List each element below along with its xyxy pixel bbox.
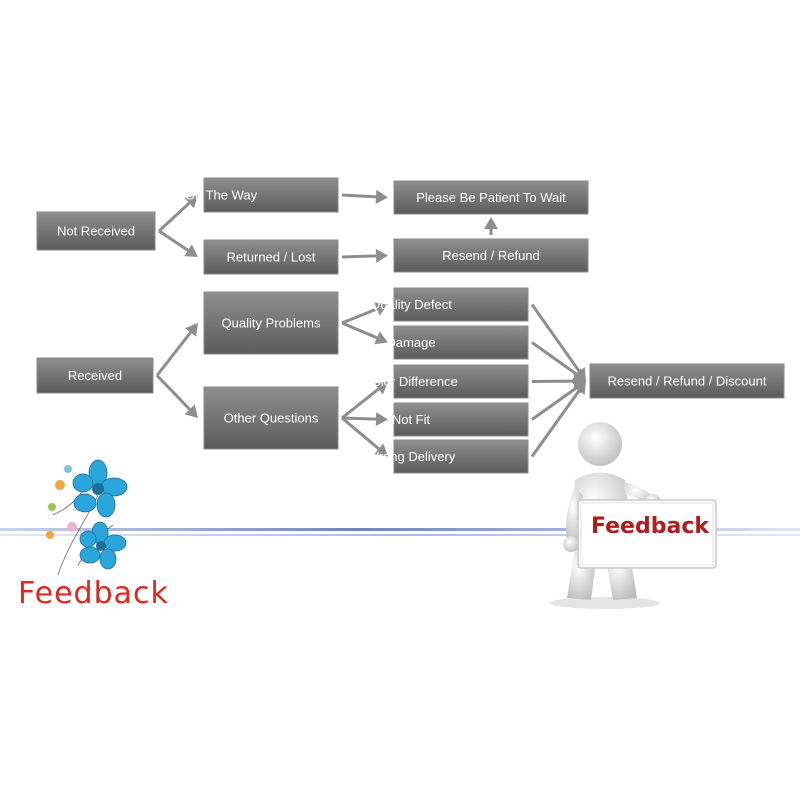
node-label: Quality Defect bbox=[370, 297, 452, 312]
node-label: Color Difference bbox=[364, 374, 458, 389]
edge-arrow bbox=[158, 229, 198, 257]
node-box bbox=[393, 238, 589, 273]
edge-arrowhead bbox=[375, 412, 388, 427]
edge-arrowhead bbox=[375, 189, 388, 204]
node-resend-refund: Resend / Refund bbox=[393, 238, 589, 273]
node-label: Quality Problems bbox=[222, 315, 321, 330]
edge-line bbox=[530, 389, 581, 458]
node-box bbox=[393, 364, 529, 399]
edge-arrow bbox=[530, 303, 586, 381]
person-holding-board-icon bbox=[550, 422, 717, 609]
edge-line bbox=[155, 374, 191, 411]
node-box bbox=[393, 180, 589, 215]
edge-arrow bbox=[341, 321, 388, 345]
edge-arrow bbox=[157, 195, 198, 233]
node-label: Resend / Refund bbox=[442, 248, 540, 263]
edge-arrowhead bbox=[374, 331, 388, 345]
edge-arrowhead bbox=[184, 404, 198, 418]
node-box bbox=[203, 386, 339, 450]
divider-band-secondary bbox=[0, 534, 800, 536]
node-quality-defect: Quality Defect bbox=[370, 287, 529, 322]
edge-arrowhead bbox=[484, 217, 498, 229]
node-on-the-way: On The Way bbox=[185, 177, 339, 213]
node-box bbox=[393, 439, 529, 474]
edge-line bbox=[530, 303, 581, 373]
edge-line bbox=[158, 229, 189, 252]
edge-arrow bbox=[341, 381, 388, 420]
edge-arrow bbox=[484, 217, 498, 235]
edge-arrow bbox=[155, 374, 198, 418]
edge-arrowhead bbox=[184, 244, 198, 257]
edge-arrow bbox=[341, 412, 388, 427]
edge-arrow bbox=[530, 381, 586, 458]
edge-arrowhead bbox=[374, 302, 388, 316]
node-box bbox=[393, 402, 529, 437]
edge-arrow bbox=[531, 341, 586, 381]
edge-arrow bbox=[341, 416, 388, 457]
node-label: Returned / Lost bbox=[227, 249, 316, 264]
node-label: Resend / Refund / Discount bbox=[608, 373, 767, 388]
edge-line bbox=[341, 416, 380, 450]
edge-arrowhead bbox=[185, 323, 198, 337]
node-quality-problems: Quality Problems bbox=[203, 291, 339, 355]
edge-line bbox=[531, 341, 578, 376]
node-not-fit: Not Fit bbox=[392, 402, 529, 437]
edge-line bbox=[157, 202, 191, 233]
edge-arrowhead bbox=[374, 443, 388, 457]
edge-line bbox=[341, 307, 378, 325]
node-not-received: Not Received bbox=[36, 211, 156, 251]
node-damage: Damage bbox=[386, 325, 529, 360]
node-resend-refund-discount: Resend / Refund / Discount bbox=[589, 363, 785, 399]
edge-line bbox=[341, 193, 377, 199]
feedback-board-label: Feedback bbox=[591, 514, 709, 539]
node-label: On The Way bbox=[185, 187, 258, 202]
node-returned-lost: Returned / Lost bbox=[203, 239, 339, 275]
node-patient-wait: Please Be Patient To Wait bbox=[393, 180, 589, 215]
node-box bbox=[393, 287, 529, 322]
node-box bbox=[203, 239, 339, 275]
edge-arrow bbox=[341, 302, 388, 325]
edge-line bbox=[155, 331, 192, 377]
node-label: Please Be Patient To Wait bbox=[416, 190, 566, 205]
node-box bbox=[36, 357, 154, 394]
node-label: Wrong Delivery bbox=[367, 449, 456, 464]
node-other-questions: Other Questions bbox=[203, 386, 339, 450]
edge-arrowhead bbox=[374, 381, 388, 395]
node-label: Received bbox=[68, 368, 122, 383]
edge-line bbox=[341, 387, 380, 420]
feedback-title-left: Feedback bbox=[18, 576, 169, 611]
edge-arrowhead bbox=[184, 195, 198, 209]
node-label: Damage bbox=[386, 335, 435, 350]
edge-line bbox=[341, 254, 377, 259]
node-box bbox=[36, 211, 156, 251]
node-label: Other Questions bbox=[224, 410, 319, 425]
edge-arrow bbox=[341, 248, 388, 263]
node-label: Not Received bbox=[57, 223, 135, 238]
node-box bbox=[203, 177, 339, 213]
edge-arrow bbox=[155, 323, 198, 377]
node-wrong-delivery: Wrong Delivery bbox=[367, 439, 529, 474]
edge-line bbox=[341, 321, 378, 340]
edge-arrow bbox=[341, 189, 388, 204]
node-label: Not Fit bbox=[392, 412, 431, 427]
node-box bbox=[203, 291, 339, 355]
edge-line bbox=[341, 416, 377, 421]
edge-line bbox=[531, 386, 578, 421]
node-color-difference: Color Difference bbox=[364, 364, 529, 399]
node-box bbox=[393, 325, 529, 360]
edge-arrowhead bbox=[573, 381, 586, 395]
edge-arrowhead bbox=[375, 248, 388, 263]
flower-decoration-icon bbox=[46, 459, 128, 576]
node-box bbox=[589, 363, 785, 399]
divider-band bbox=[0, 528, 800, 531]
node-received: Received bbox=[36, 357, 154, 394]
